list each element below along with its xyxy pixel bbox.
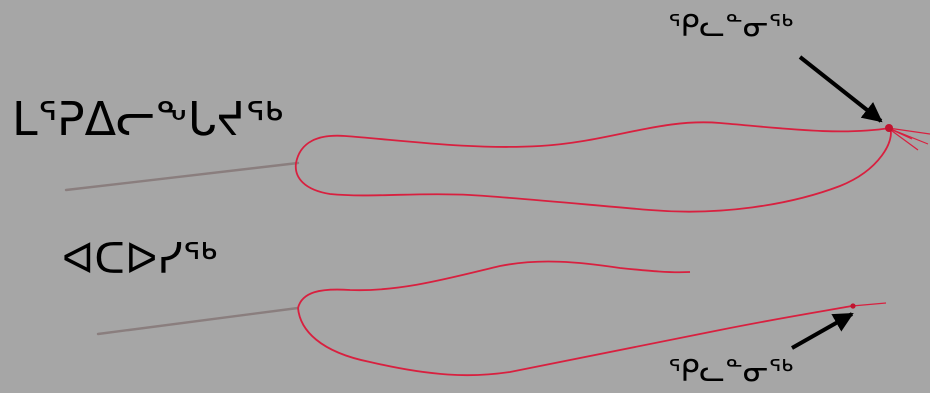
needle-label: ᒪᕐᕈᐃᓕᖕᒐᔪᖅ [12,92,284,146]
arrow-knot-bottom [791,312,854,350]
thread-bottom-short-end [297,260,691,309]
knot-top [885,124,893,132]
needle-top [64,161,300,192]
thread-label: ᐊᑕᐅᓯᖅ [62,234,218,283]
knot-bottom-tail [851,302,887,307]
thread-bottom-long-end [297,305,853,377]
arrow-knot-top [798,55,883,123]
knot-label-bottom: ᕿᓚᓐᓂᖅ [668,354,794,389]
needle-bottom [96,306,300,336]
knot-bottom [850,303,856,309]
thread-top-loop [294,121,892,213]
knot-top-threads [887,127,930,151]
knot-label-top: ᕿᓚᓐᓂᖅ [668,9,794,44]
